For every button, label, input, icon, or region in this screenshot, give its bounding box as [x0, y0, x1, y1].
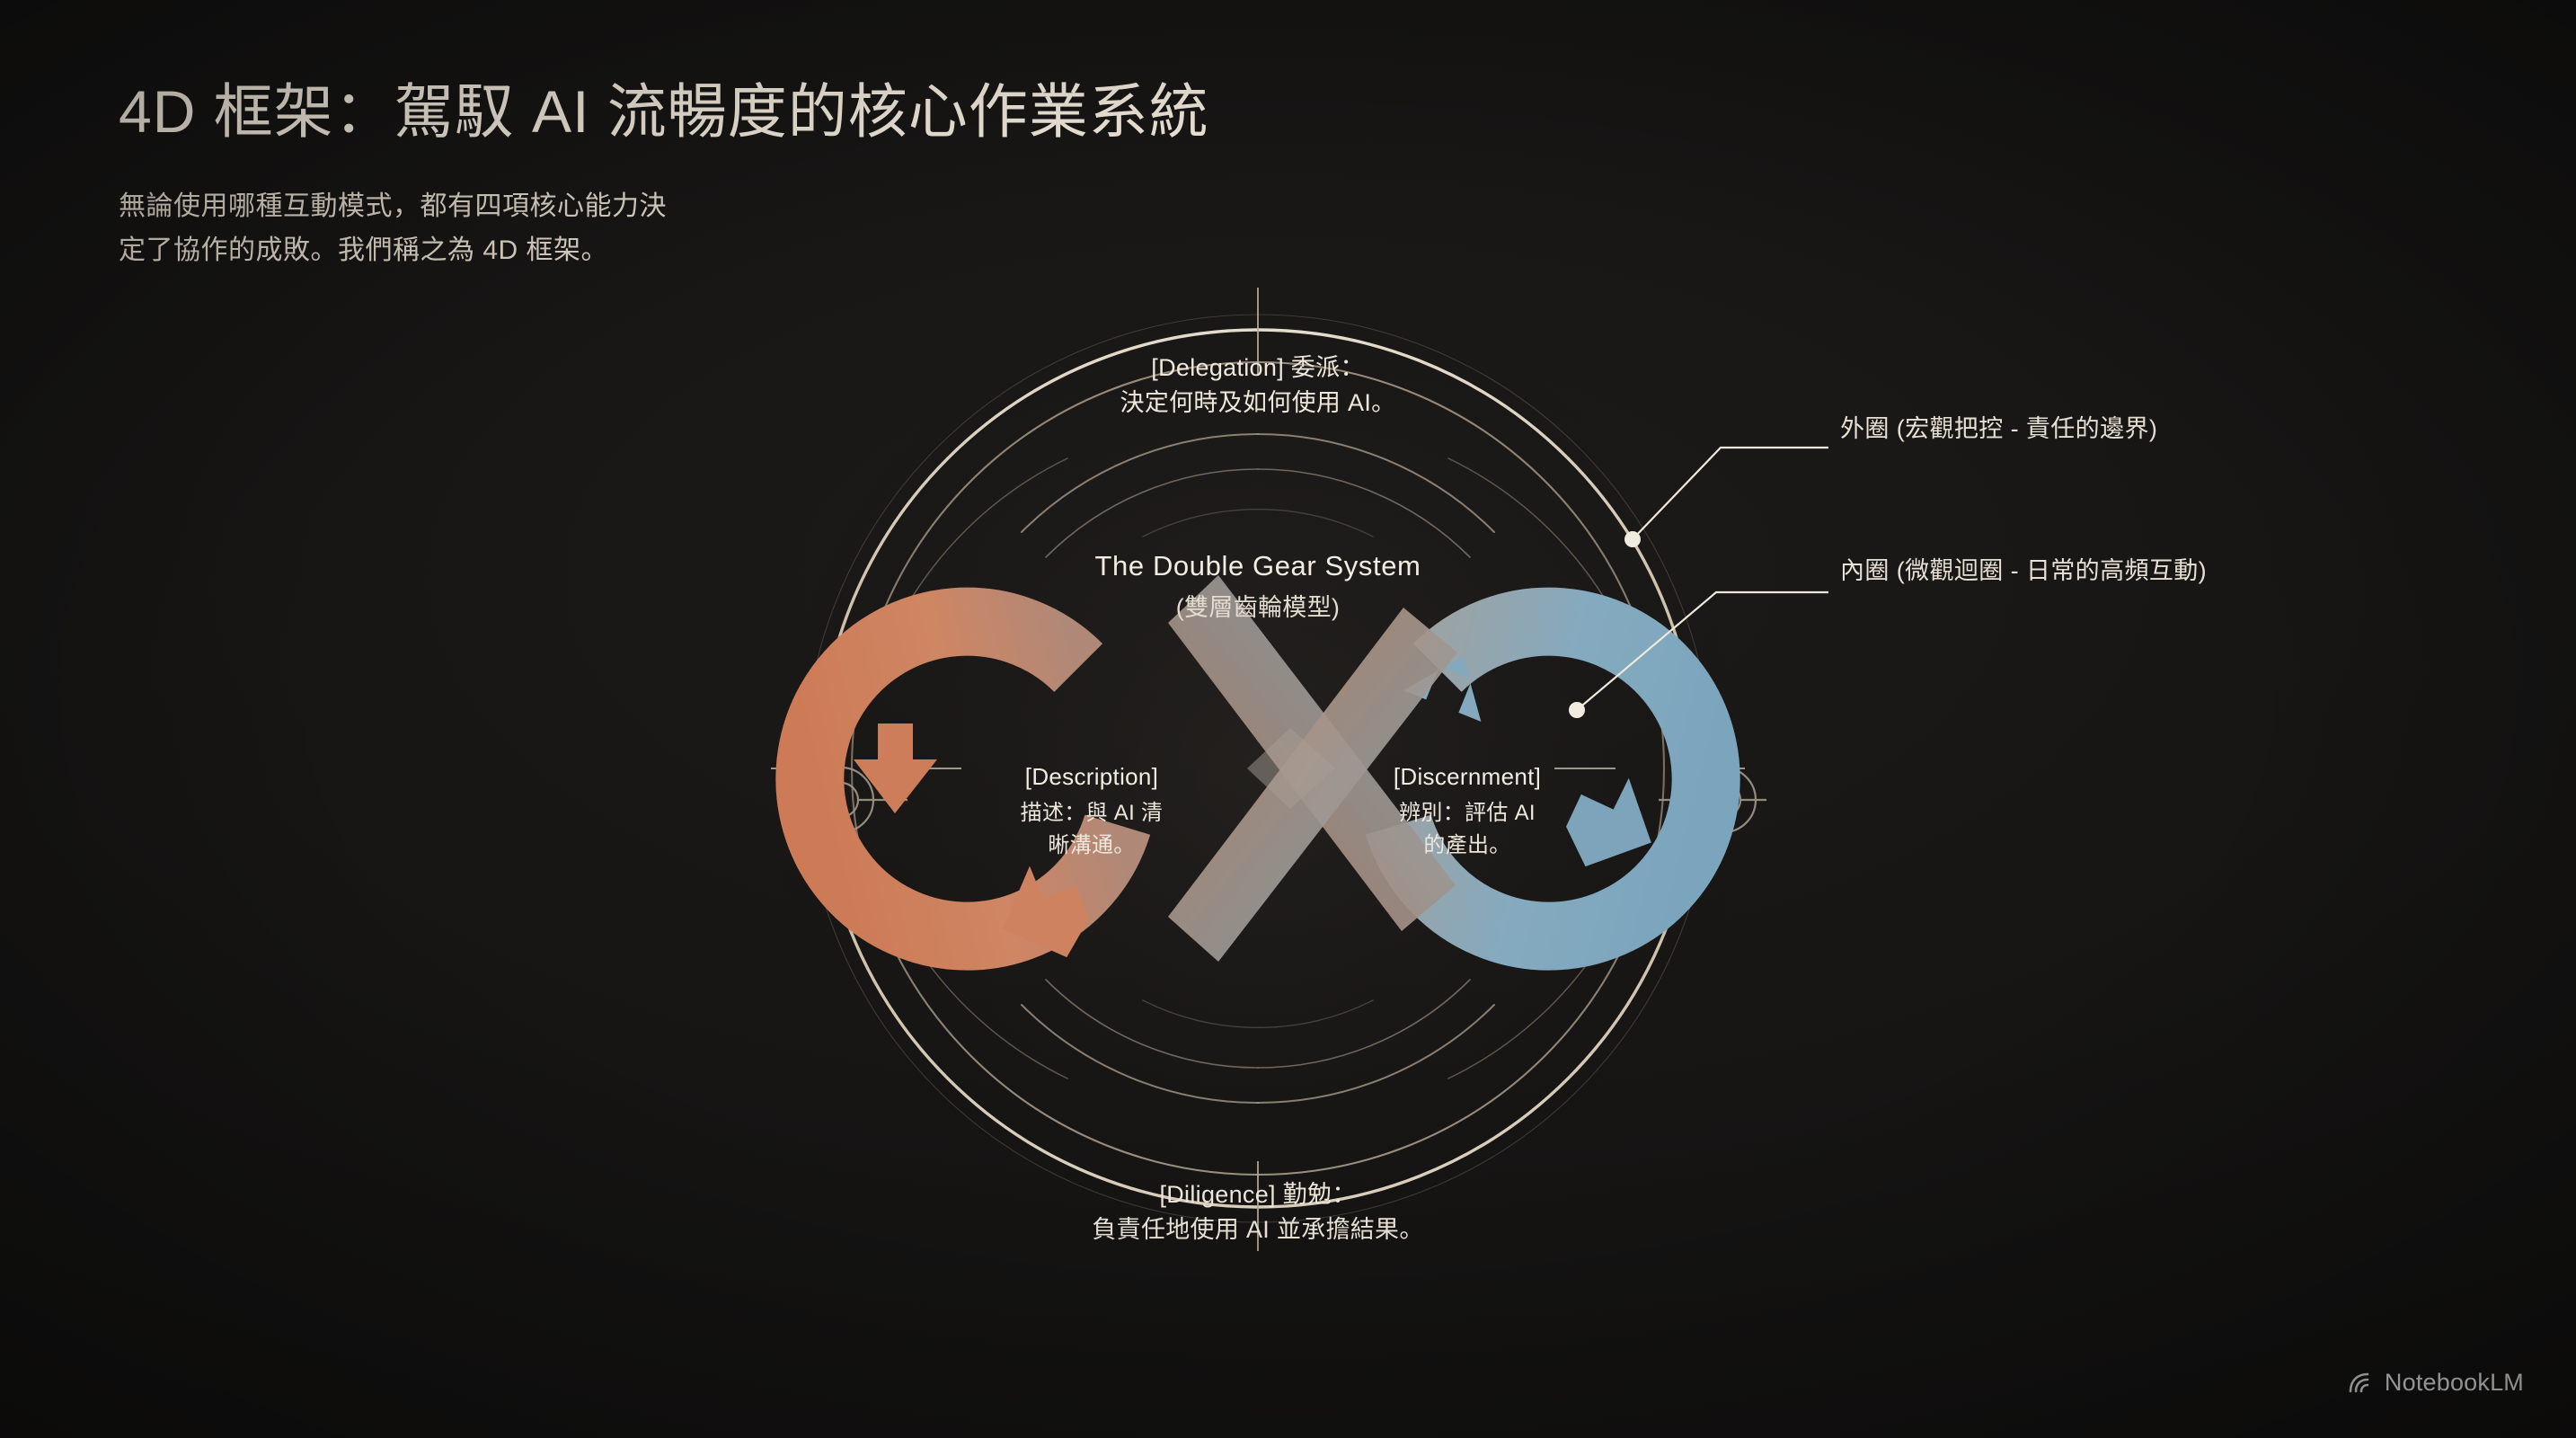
center-title-zh: (雙層齒輪模型) [1175, 593, 1341, 621]
diligence-text-block: [Diligence] 勤勉： 負責任地使用 AI 並承擔結果。 [1006, 1177, 1509, 1247]
header: 4D 框架：駕馭 AI 流暢度的核心作業系統 無論使用哪種互動模式，都有四項核心… [119, 78, 1209, 272]
center-label-block: The Double Gear System (雙層齒輪模型) [1024, 546, 1492, 626]
discernment-label: [Discernment] [1393, 763, 1542, 790]
discernment-line1: 辨別：評估 AI [1399, 801, 1536, 825]
leader-dot-inner [1569, 702, 1585, 718]
description-label: [Description] [1024, 763, 1159, 790]
diligence-line1: [Diligence] 勤勉： [1159, 1181, 1357, 1208]
delegation-line2: 決定何時及如何使用 AI。 [1120, 389, 1396, 417]
diligence-line2: 負責任地使用 AI 並承擔結果。 [1092, 1216, 1424, 1244]
annotation-inner-ring: 內圈 (微觀迴圈 - 日常的高頻互動) [1840, 557, 2208, 584]
notebooklm-watermark: NotebookLM [2348, 1369, 2524, 1397]
delegation-text-block: [Delegation] 委派： 決定何時及如何使用 AI。 [1006, 351, 1509, 421]
annotation-outer-ring: 外圈 (宏觀把控 - 責任的邊界) [1840, 415, 2158, 442]
description-line1: 描述：與 AI 清 [1020, 801, 1164, 825]
notebooklm-logo-icon [2349, 1372, 2369, 1392]
notebooklm-label: NotebookLM [2384, 1369, 2524, 1396]
discernment-line2: 的產出。 [1423, 833, 1511, 857]
description-line2: 晰溝通。 [1048, 833, 1136, 857]
leader-dot-outer [1624, 531, 1641, 547]
center-title-en: The Double Gear System [1094, 550, 1421, 581]
page-subtitle: 無論使用哪種互動模式，都有四項核心能力決 定了協作的成敗。我們稱之為 4D 框架… [119, 191, 667, 265]
discernment-text-block: [Discernment] 辨別：評估 AI 的產出。 [1348, 759, 1587, 862]
delegation-line1: [Delegation] 委派： [1151, 354, 1365, 381]
description-text-block: [Description] 描述：與 AI 清 晰溝通。 [972, 759, 1211, 862]
page-title: 4D 框架：駕馭 AI 流暢度的核心作業系統 [119, 78, 1209, 145]
